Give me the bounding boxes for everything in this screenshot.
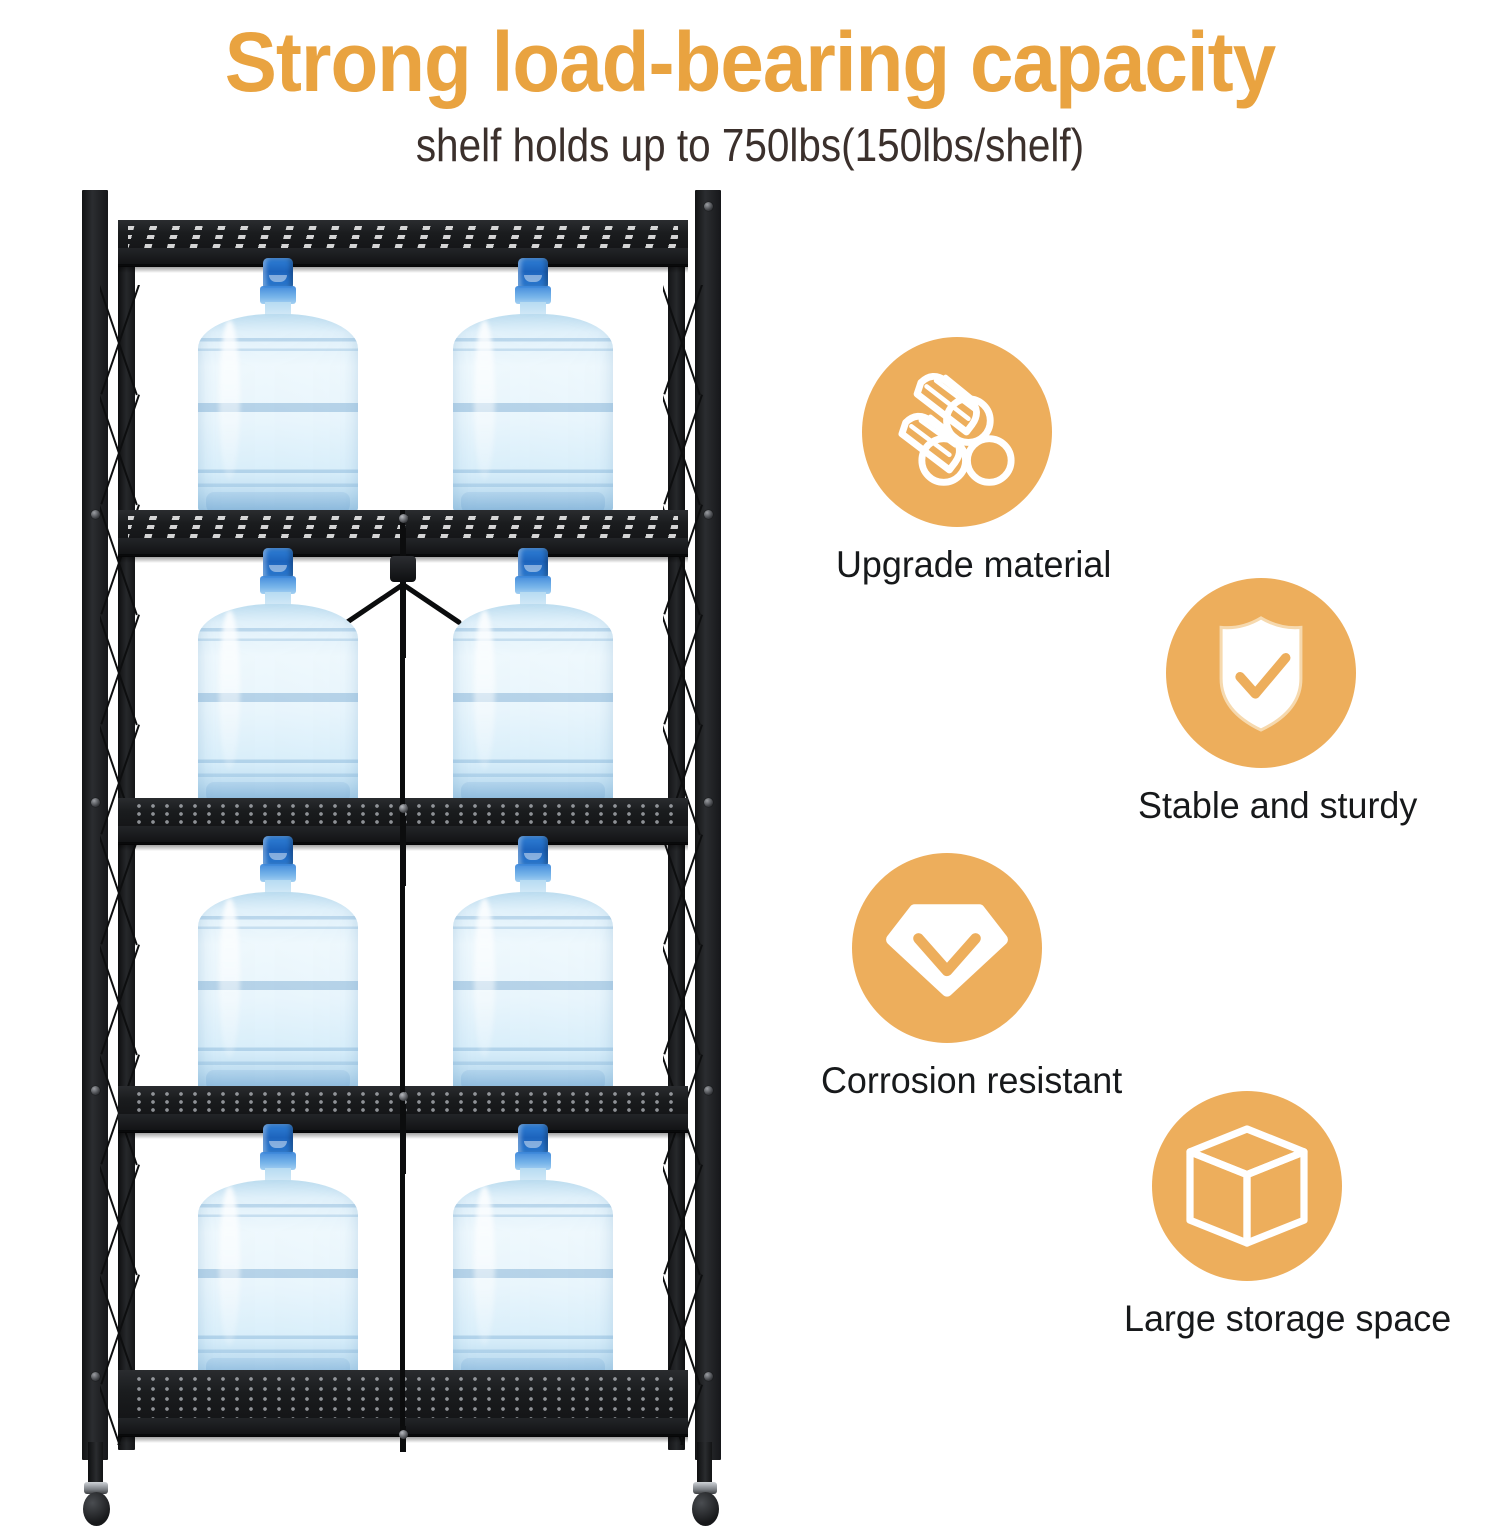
frame-rivet [91,1086,100,1095]
frame-rivet [91,510,100,519]
water-jug [198,836,358,1095]
water-jug [453,548,613,807]
feature-label: Upgrade material [836,544,1112,585]
jug-cap [518,836,548,866]
jug-cap [263,836,293,866]
frame-rivet [704,1086,713,1095]
jug-cap [518,548,548,578]
water-jug [453,258,613,517]
jug-cap [518,258,548,288]
shelf-tier-1 [118,220,688,273]
folding-hinge-mechanism [343,514,463,658]
water-jug [198,258,358,517]
cube-box-icon [1186,1125,1308,1247]
jug-cap [263,1124,293,1154]
stacked-pipes-icon [898,373,1015,486]
frame-rivet [704,510,713,519]
feature-circle [862,337,1052,527]
shelf-center-divider [400,1370,405,1436]
water-jug [453,1124,613,1383]
water-jug [198,1124,358,1383]
feature-label: Corrosion resistant [821,1060,1123,1101]
product-image-shelf [70,180,770,1526]
jug-cap [263,258,293,288]
feature-label: Stable and sturdy [1138,785,1418,826]
side-brace-left [100,285,140,1445]
frame-rivet [704,202,713,211]
folding-hinge-mechanism [343,1426,463,1452]
caster-wheel-right [691,1442,721,1532]
folding-hinge-mechanism [343,1092,463,1174]
folding-hinge-mechanism [343,804,463,886]
header: Strong load-bearing capacity shelf holds… [0,0,1500,185]
shelf-center-divider [400,1086,405,1376]
frame-rivet [91,798,100,807]
shelf-center-divider [400,798,405,1088]
frame-rivet [704,1372,713,1381]
jug-cap [518,1124,548,1154]
shelf-perforation-slots [128,223,678,248]
feature-circle [1152,1091,1342,1281]
gem-chevron-icon [886,904,1008,997]
feature-circle [852,853,1042,1043]
shield-check-icon [1219,616,1303,732]
water-jug [198,548,358,807]
page-subtitle: shelf holds up to 750lbs(150lbs/shelf) [415,119,1085,171]
caster-wheel-left [82,1442,112,1532]
page-title: Strong load-bearing capacity [224,15,1276,109]
jug-cap [263,548,293,578]
side-brace-right [663,285,703,1445]
water-jug [453,836,613,1095]
feature-label: Large storage space [1124,1298,1452,1339]
frame-rivet [704,798,713,807]
frame-rivet [91,1372,100,1381]
feature-circle [1166,578,1356,768]
